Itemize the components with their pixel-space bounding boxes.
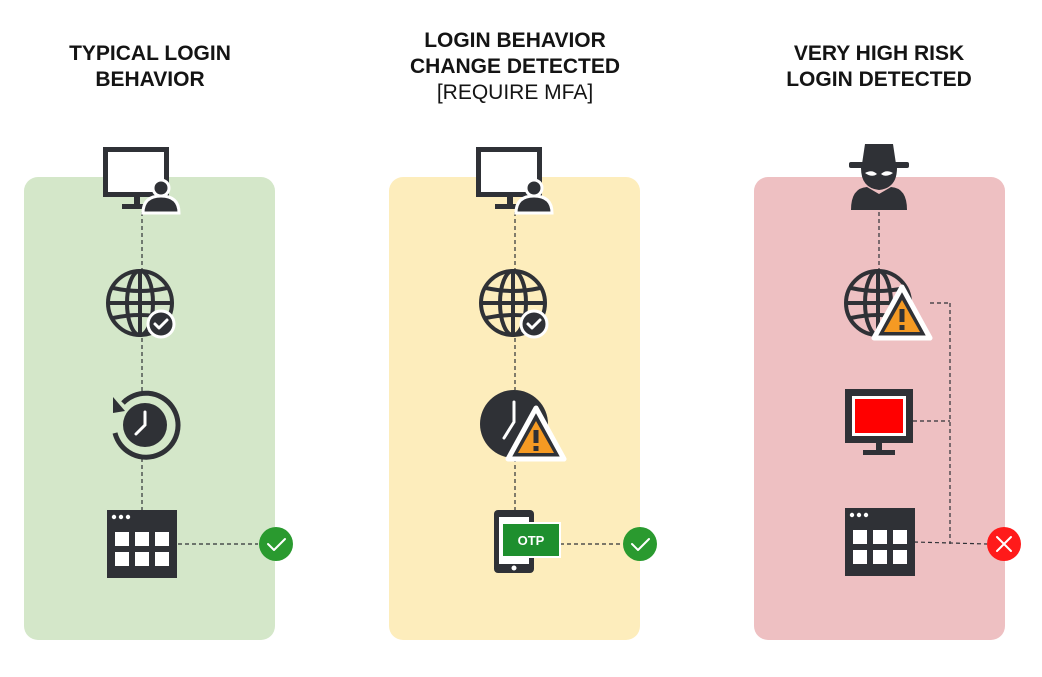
title-line: VERY HIGH RISK: [793, 42, 965, 65]
column-title-change: LOGIN BEHAVIOR CHANGE DETECTED [REQUIRE …: [365, 28, 665, 106]
computer-user-icon: [474, 145, 554, 215]
clock-refresh-icon: [112, 390, 181, 460]
globe-warning-icon: [844, 269, 930, 338]
otp-label: OTP: [518, 533, 545, 548]
hacker-icon: [849, 144, 909, 210]
check-circle-icon: [258, 526, 294, 562]
globe-check-icon: [479, 269, 549, 339]
connector-lines-high-risk: [878, 212, 988, 545]
phone-otp-icon: OTP: [494, 510, 561, 573]
connector-lines-typical: [141, 212, 258, 545]
check-circle-icon: [622, 526, 658, 562]
column-title-typical: TYPICAL LOGIN BEHAVIOR: [0, 41, 300, 93]
computer-user-icon: [101, 145, 181, 215]
column-title-high-risk: VERY HIGH RISK LOGIN DETECTED: [729, 41, 1029, 93]
title-line: LOGIN BEHAVIOR: [424, 29, 606, 52]
column-subtitle: [REQUIRE MFA]: [436, 81, 594, 104]
app-grid-icon: [107, 510, 177, 578]
title-line: CHANGE DETECTED: [409, 55, 620, 78]
connector-lines-change: [514, 212, 622, 545]
clock-warning-icon: [480, 390, 564, 459]
app-grid-icon: [845, 508, 915, 576]
globe-check-icon: [106, 269, 176, 339]
x-circle-icon: [986, 526, 1022, 562]
title-line: BEHAVIOR: [95, 68, 205, 91]
monitor-alert-icon: [845, 389, 913, 455]
title-line: TYPICAL LOGIN: [69, 42, 231, 65]
title-line: LOGIN DETECTED: [786, 68, 972, 91]
